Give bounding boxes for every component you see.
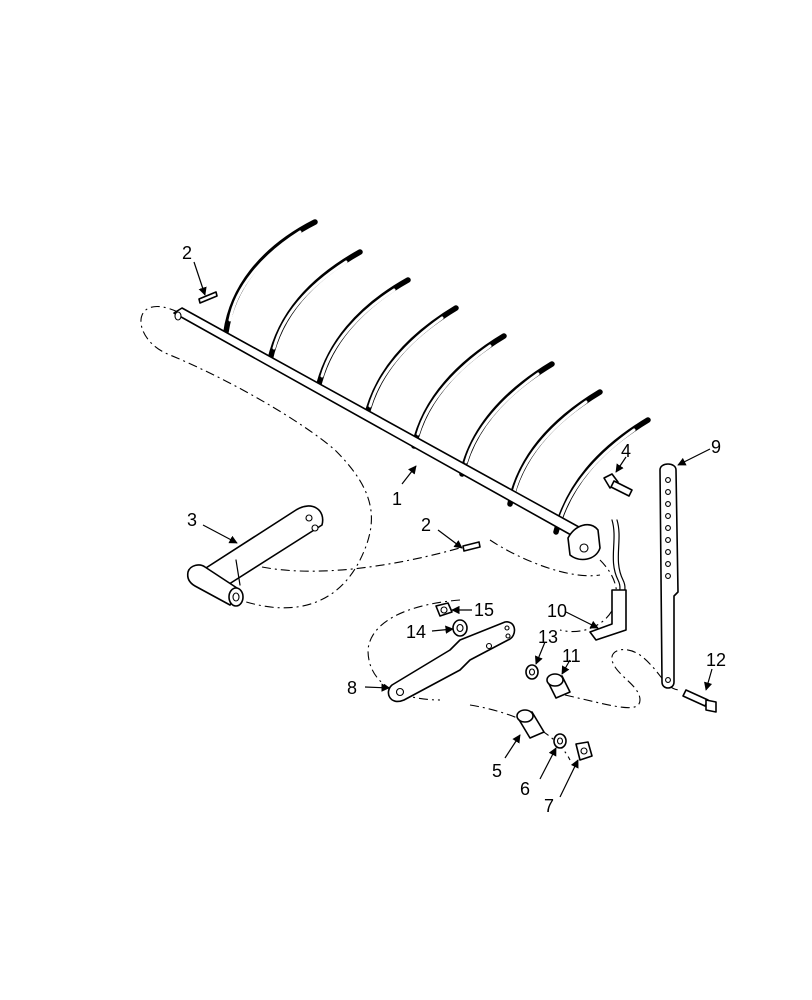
callout-labels: 2 1 3 2 4 9 10 15 14 13 11 12 8 5 6 7	[182, 243, 726, 816]
pin-middle	[462, 541, 481, 552]
nut-7	[575, 741, 593, 761]
callout-13: 13	[538, 627, 558, 647]
spacer-5	[516, 709, 545, 739]
callout-2-top: 2	[182, 243, 192, 263]
bolt-4	[603, 473, 633, 497]
crank-arm	[186, 505, 324, 607]
callout-2-middle: 2	[421, 515, 431, 535]
link-arm	[387, 621, 516, 703]
assembly-dashed-outlines	[140, 306, 681, 761]
rake-tine-bar	[173, 219, 651, 561]
callout-12: 12	[706, 650, 726, 670]
washer-6	[553, 733, 567, 749]
callout-7: 7	[544, 796, 554, 816]
callout-15: 15	[474, 600, 494, 620]
callout-4: 4	[621, 441, 631, 461]
adjustment-bracket	[659, 463, 679, 689]
callout-8: 8	[347, 678, 357, 698]
callout-14: 14	[406, 622, 426, 642]
pin-top	[198, 291, 218, 304]
callout-3: 3	[187, 510, 197, 530]
bolt-12	[682, 689, 717, 713]
lever-with-chain	[589, 519, 627, 641]
bushing-11	[546, 673, 571, 699]
callout-5: 5	[492, 761, 502, 781]
washer-14	[452, 619, 468, 637]
callout-1: 1	[392, 489, 402, 509]
callout-11: 11	[562, 646, 581, 666]
callout-10: 10	[547, 601, 567, 621]
bracket-holes	[665, 477, 671, 683]
leader-lines	[193, 261, 713, 798]
washer-13	[525, 664, 539, 680]
callout-9: 9	[711, 437, 721, 457]
callout-6: 6	[520, 779, 530, 799]
nut-15	[435, 602, 453, 617]
